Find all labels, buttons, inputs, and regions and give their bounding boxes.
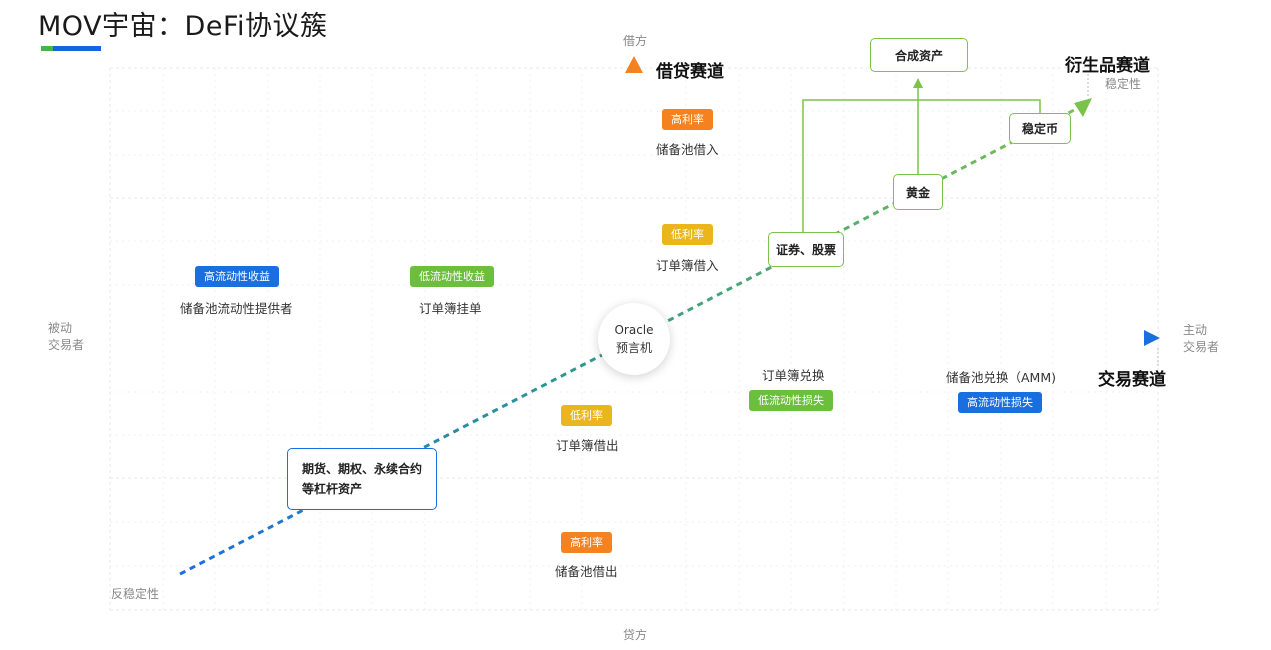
label-orderbook-lend-out: 订单簿借出 <box>556 438 619 453</box>
badge-pool-lp: 高流动性收益 <box>195 266 279 287</box>
label-orderbook-borrow-in: 订单簿借入 <box>656 258 719 273</box>
title-underline <box>53 46 101 51</box>
badge-pool-borrow-in: 高利率 <box>662 109 713 130</box>
axis-label-left: 被动 交易者 <box>48 320 84 354</box>
axis-label-left-line1: 被动 <box>48 321 73 335</box>
axis-label-top: 借方 <box>623 34 648 48</box>
badge-pool-lend-out: 高利率 <box>561 532 612 553</box>
badge-orderbook-swap: 低流动性损失 <box>749 390 833 411</box>
title-underline-accent <box>41 46 53 51</box>
track-derivatives: 衍生品赛道 <box>1065 56 1150 76</box>
axis-label-right-line1: 主动 <box>1183 323 1208 337</box>
box-synthetic-assets: 合成资产 <box>870 38 968 72</box>
axis-label-unstable: 反稳定性 <box>111 587 160 601</box>
label-pool-swap: 储备池兑换（AMM) <box>946 370 1056 385</box>
box-stablecoin: 稳定币 <box>1009 113 1071 144</box>
page-title: MOV宇宙：DeFi协议簇 <box>38 11 328 42</box>
axis-label-right: 主动 交易者 <box>1183 322 1219 356</box>
box-gold: 黄金 <box>893 174 943 210</box>
dotted-guides <box>1087 74 1159 366</box>
label-pool-lend-out: 储备池借出 <box>555 564 618 579</box>
axis-label-stable: 稳定性 <box>1105 77 1142 91</box>
box-leverage-assets: 期货、期权、永续合约 等杠杆资产 <box>287 448 438 510</box>
box-leverage-line2: 等杠杆资产 <box>302 482 363 496</box>
box-securities: 证券、股票 <box>768 232 844 267</box>
track-lending: 借贷赛道 <box>656 62 724 82</box>
box-leverage-line1: 期货、期权、永续合约 <box>302 462 423 476</box>
track-trading: 交易赛道 <box>1098 370 1166 390</box>
axis-label-left-line2: 交易者 <box>48 338 85 352</box>
label-pool-lp: 储备池流动性提供者 <box>180 301 293 316</box>
label-orderbook-swap: 订单簿兑换 <box>762 368 825 383</box>
horizontal-arrowhead <box>1144 330 1160 346</box>
diagonal-arrowhead <box>1074 98 1092 117</box>
oracle-label-zh: 预言机 <box>615 341 652 355</box>
label-pool-borrow-in: 储备池借入 <box>656 142 719 157</box>
badge-orderbook-lend-out: 低利率 <box>561 405 612 426</box>
asset-connectors <box>802 85 1041 232</box>
synthetic-arrowhead <box>913 78 923 88</box>
vertical-arrowhead <box>625 56 643 73</box>
label-orderbook-maker: 订单簿挂单 <box>419 301 482 316</box>
axis-label-right-line2: 交易者 <box>1183 340 1220 354</box>
axis-label-bottom: 贷方 <box>623 628 648 642</box>
badge-pool-swap: 高流动性损失 <box>958 392 1042 413</box>
oracle-node: Oracle 预言机 <box>598 303 670 375</box>
badge-orderbook-borrow-in: 低利率 <box>662 224 713 245</box>
oracle-label-en: Oracle <box>614 323 654 337</box>
badge-orderbook-maker: 低流动性收益 <box>410 266 494 287</box>
